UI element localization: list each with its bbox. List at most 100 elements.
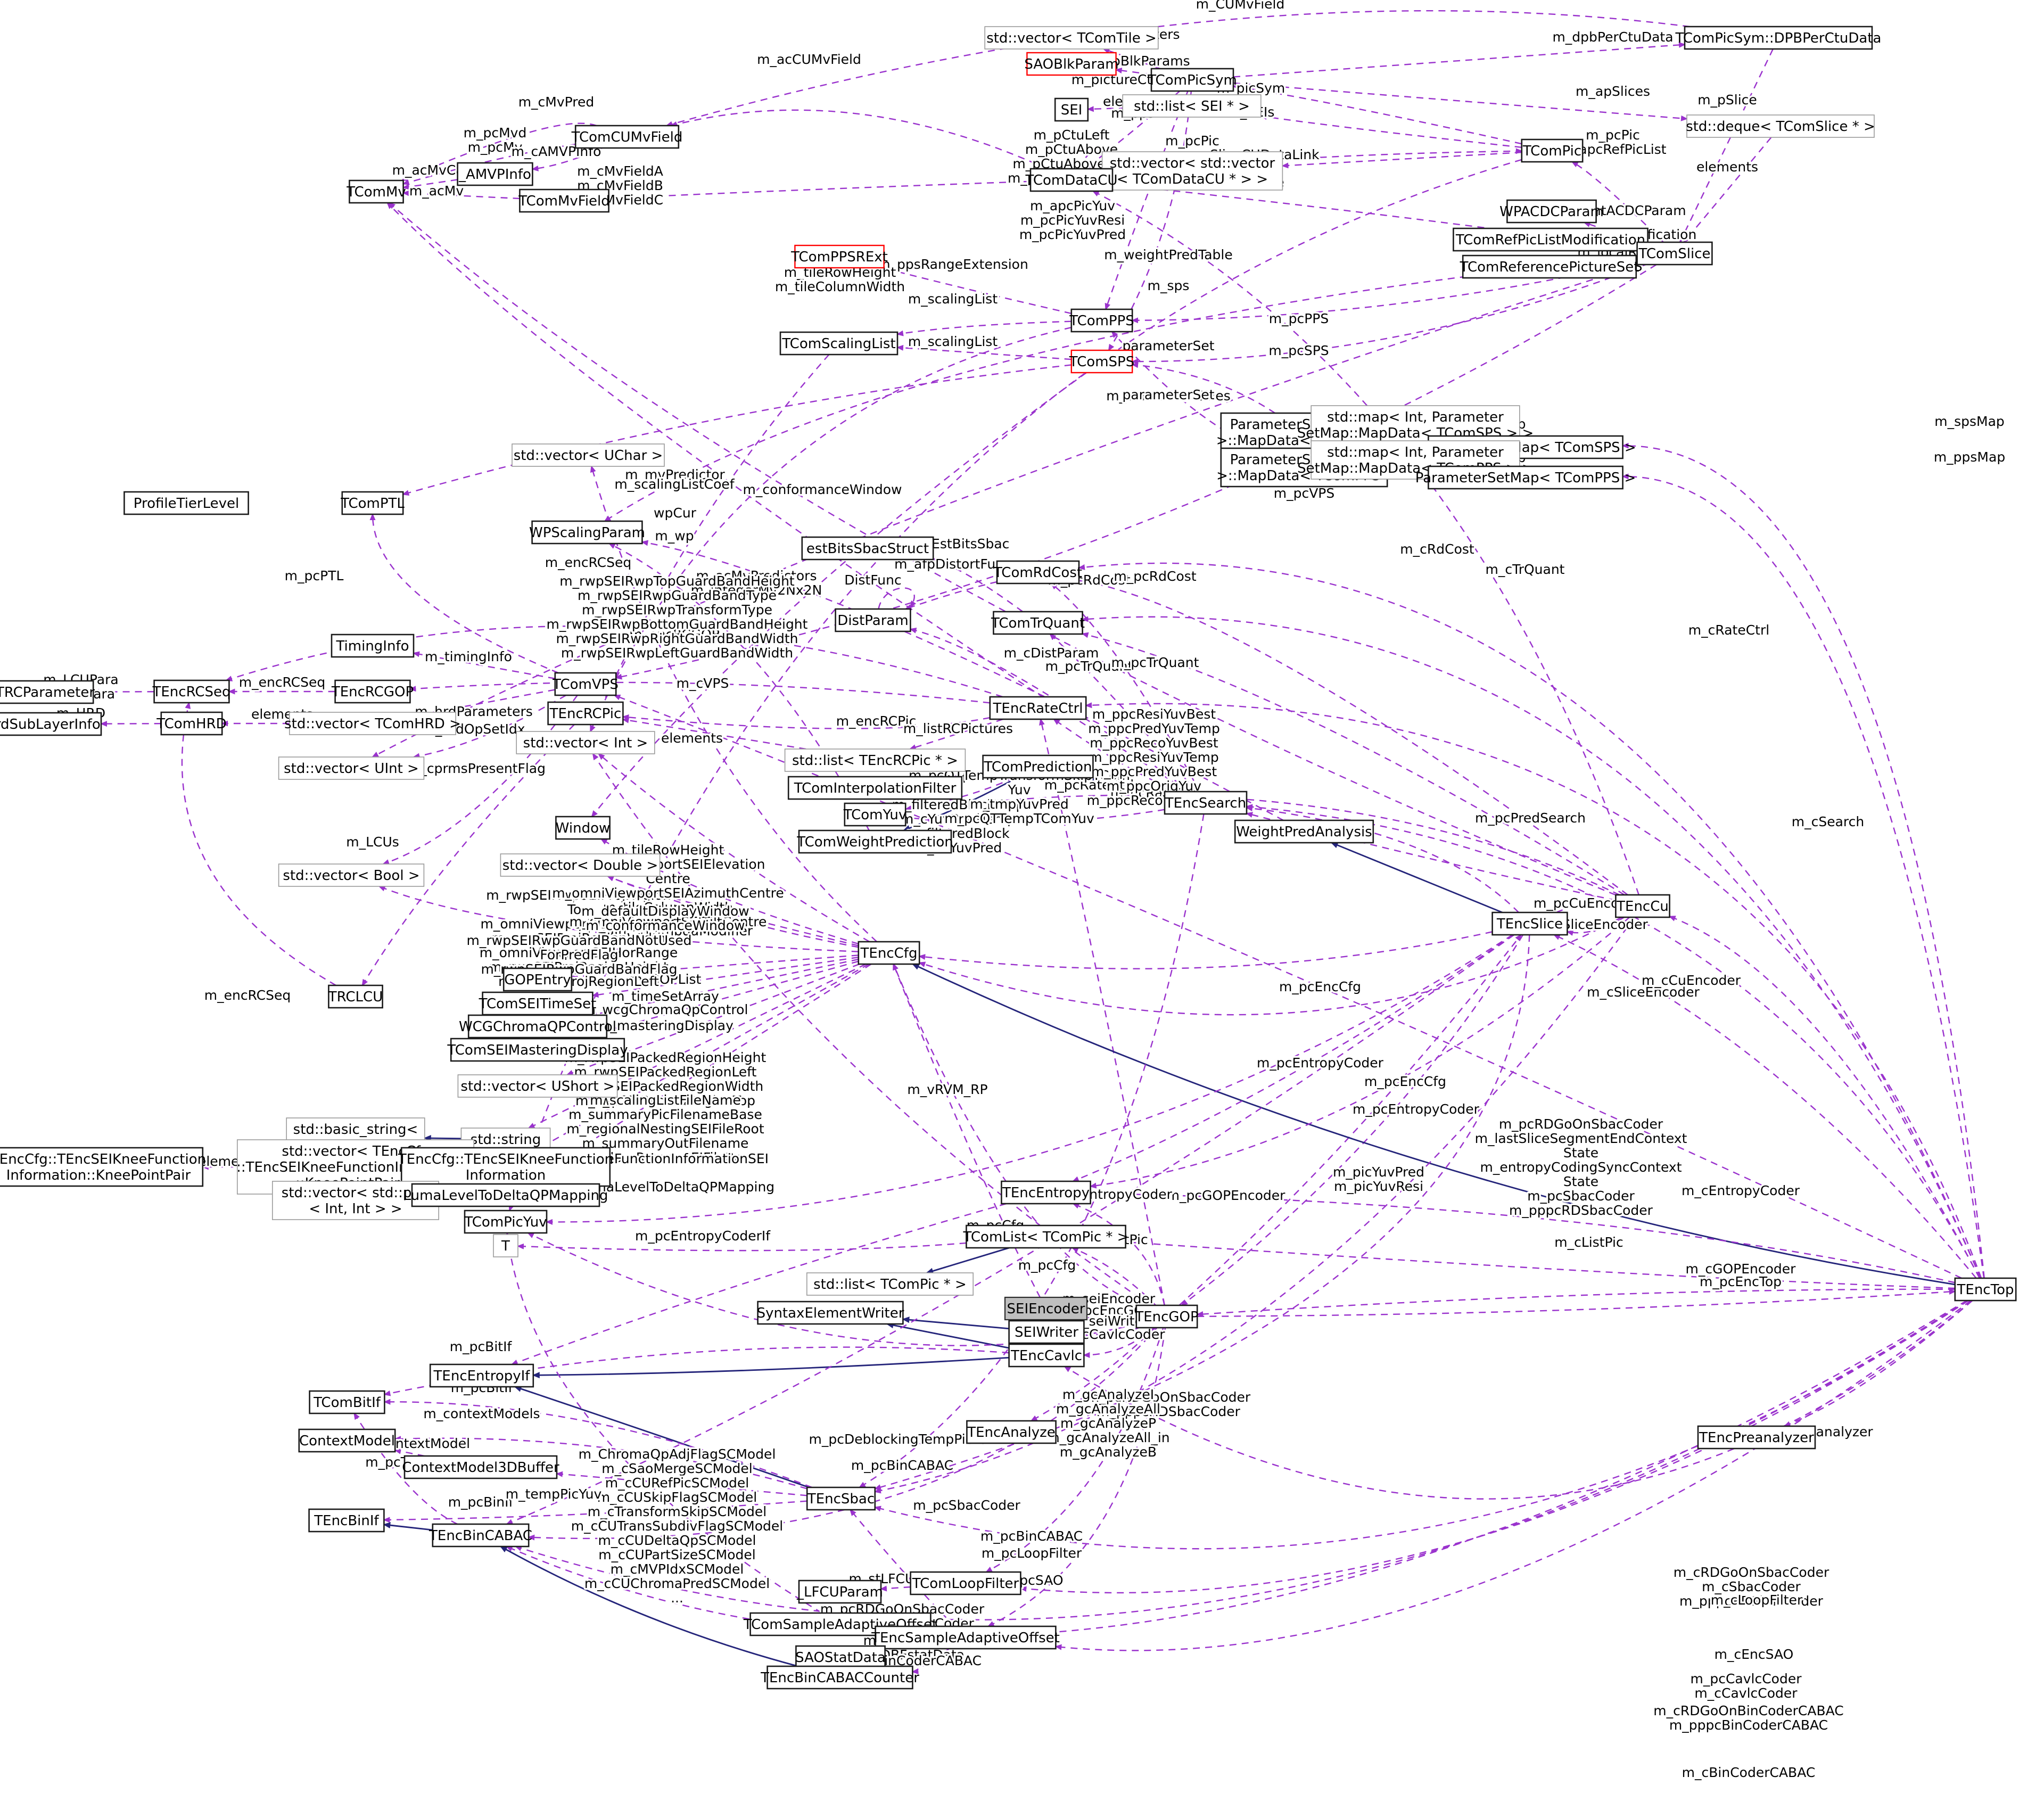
node-SyntaxElementWriter[interactable]: SyntaxElementWriter [757, 1301, 904, 1325]
node-box-ContextModel[interactable] [298, 1428, 396, 1453]
node-box-TComMvField[interactable] [519, 188, 609, 213]
node-AMVPInfo[interactable]: _AMVPInfo [457, 162, 533, 186]
node-listSEI[interactable]: std::list< SEI * > [1122, 94, 1262, 118]
node-box-TEncGOP[interactable] [1135, 1304, 1198, 1329]
node-WPScalingParam[interactable]: WPScalingParam [529, 520, 645, 545]
node-box-TRCLCU[interactable] [328, 984, 383, 1009]
node-TComDataCU[interactable]: TComDataCU [1025, 168, 1118, 192]
node-TComPicYuv[interactable]: TComPicYuv [464, 1210, 548, 1234]
node-box-TEncCavlc[interactable] [1008, 1343, 1085, 1368]
node-TComPic[interactable]: TComPic [1521, 138, 1584, 163]
node-box-KneePointPair[interactable] [0, 1147, 204, 1187]
node-ContextModel[interactable]: ContextModel [298, 1428, 396, 1453]
node-box-TComPicYuv[interactable] [464, 1210, 548, 1234]
node-box-TEncRCGOP[interactable] [334, 679, 411, 704]
node-box-LFCUParam[interactable] [798, 1579, 882, 1604]
node-box-vecUShort[interactable] [457, 1074, 618, 1098]
node-vecDouble[interactable]: std::vector< Double > [500, 853, 661, 877]
node-TEncRCSeq[interactable]: TEncRCSeq [152, 679, 231, 704]
node-box-TComWeightPrediction[interactable] [798, 829, 952, 854]
node-TComRefPicListModification[interactable]: TComRefPicListModification [1453, 227, 1649, 252]
node-TComInterpolationFilter[interactable]: TComInterpolationFilter [787, 776, 963, 800]
node-TComSEIMasteringDisplay[interactable]: TComSEIMasteringDisplay [447, 1038, 628, 1062]
node-TComReferencePictureSet[interactable]: TComReferencePictureSet [1460, 254, 1639, 279]
node-TEncTop[interactable]: TEncTop [1954, 1277, 2017, 1302]
node-box-TComScalingList[interactable] [779, 331, 899, 356]
node-box-TComPPSRExt[interactable] [794, 244, 885, 269]
node-box-vecInt[interactable] [516, 731, 655, 754]
node-TEncEntropy[interactable]: TEncEntropy [1001, 1180, 1091, 1205]
node-HrdSubLayerInfo[interactable]: HrdSubLayerInfo [0, 712, 102, 736]
node-box-TComPTL[interactable] [341, 491, 404, 515]
node-vecvecDataCU[interactable]: std::vector< std::vector< TComDataCU * >… [1101, 151, 1283, 191]
node-TEncSbac[interactable]: TEncSbac [806, 1486, 876, 1511]
node-TComLoopFilter[interactable]: TComLoopFilter [910, 1571, 1021, 1595]
node-TComCUMvField[interactable]: TComCUMvField [571, 125, 683, 149]
node-box-WCGChromaQPControl[interactable] [467, 1014, 608, 1039]
node-SAOStatData[interactable]: SAOStatData [795, 1645, 886, 1669]
node-T[interactable]: T [493, 1234, 518, 1257]
node-box-TEncSbac[interactable] [806, 1486, 876, 1511]
node-TComPPS[interactable]: TComPPS [1069, 308, 1134, 333]
node-box-TEncSampleAdaptiveOffset[interactable] [875, 1625, 1057, 1650]
node-box-TEncBinIf[interactable] [308, 1508, 385, 1533]
node-box-Window[interactable] [555, 816, 611, 840]
node-box-TComCUMvField[interactable] [574, 125, 680, 149]
node-box-SAOStatData[interactable] [795, 1645, 886, 1669]
node-LumaLevelToDeltaQPMapping[interactable]: LumaLevelToDeltaQPMapping [403, 1183, 608, 1207]
node-box-TEncRCSeq[interactable] [153, 679, 230, 704]
node-TEncPreanalyzer[interactable]: TEncPreanalyzer [1697, 1425, 1816, 1450]
node-TEncRCPic[interactable]: TEncRCPic [547, 701, 624, 726]
node-TEncBinCABAC[interactable]: TEncBinCABAC [428, 1523, 532, 1548]
node-box-LumaLevelToDeltaQPMapping[interactable] [411, 1183, 600, 1207]
node-TEncSampleAdaptiveOffset[interactable]: TEncSampleAdaptiveOffset [871, 1625, 1060, 1650]
node-box-HrdSubLayerInfo[interactable] [0, 712, 102, 736]
node-TComListPic[interactable]: TComList< TComPic * > [963, 1224, 1129, 1249]
node-box-SEIEncoder[interactable] [1004, 1296, 1088, 1321]
node-TEncSlice[interactable]: TEncSlice [1491, 911, 1568, 936]
node-vecTComHRD[interactable]: std::vector< TComHRD > [284, 712, 461, 735]
node-box-DPBPerCtuData[interactable] [1684, 26, 1873, 50]
node-stdString[interactable]: std::string [460, 1128, 551, 1151]
node-SEIWriter[interactable]: SEIWriter [1008, 1320, 1085, 1344]
node-vecUShort[interactable]: std::vector< UShort > [457, 1074, 618, 1098]
node-box-TComPic[interactable] [1521, 138, 1584, 163]
node-box-AMVPInfo[interactable] [457, 162, 533, 186]
node-GOPEntry[interactable]: GOPEntry [502, 967, 573, 992]
node-box-TComHRD[interactable] [160, 711, 223, 736]
node-TRCParameter[interactable]: TRCParameter [0, 680, 95, 704]
node-TComMv[interactable]: TComMv [346, 179, 406, 204]
node-box-TimingInfo[interactable] [331, 634, 415, 658]
node-TComRdCost[interactable]: TComRdCost [993, 560, 1082, 585]
node-TComYuv[interactable]: TComYuv [843, 802, 907, 827]
node-estBitsSbacStruct[interactable]: estBitsSbacStruct [801, 536, 934, 561]
node-box-TEncRCPic[interactable] [547, 701, 624, 726]
node-TComPrediction[interactable]: TComPrediction [982, 754, 1094, 779]
node-TimingInfo[interactable]: TimingInfo [331, 634, 415, 658]
node-box-TEncRateCtrl[interactable] [989, 696, 1087, 720]
node-TEncAnalyze[interactable]: TEncAnalyze [966, 1420, 1057, 1444]
node-box-TComSEITimeSet[interactable] [482, 991, 594, 1016]
node-LFCUParam[interactable]: _LFCUParam [796, 1579, 883, 1604]
node-box-TComBitIf[interactable] [309, 1390, 385, 1414]
node-box-TComMv[interactable] [349, 179, 404, 204]
node-WPACDCParam[interactable]: WPACDCParam [1499, 199, 1604, 224]
node-SEIEncoder[interactable]: SEIEncoder [1004, 1296, 1088, 1321]
node-box-TComTrQuant[interactable] [993, 611, 1083, 635]
node-listTEncRCPic[interactable]: std::list< TEncRCPic * > [784, 748, 966, 772]
node-box-TEncAnalyze[interactable] [966, 1420, 1057, 1444]
node-box-TComSEIMasteringDisplay[interactable] [450, 1038, 625, 1062]
node-TEncCfg[interactable]: TEncCfg [858, 941, 920, 965]
node-TEncRCGOP[interactable]: TEncRCGOP [331, 679, 414, 704]
node-box-TRCParameter[interactable] [0, 680, 94, 704]
node-Window[interactable]: Window [555, 816, 611, 840]
node-TComSampleAdaptiveOffset[interactable]: TComSampleAdaptiveOffset [743, 1612, 937, 1636]
node-TComSlice[interactable]: TComSlice [1636, 241, 1713, 266]
node-ContextModel3DBuffer[interactable]: ContextModel3DBuffer [402, 1455, 559, 1479]
node-TComScalingList[interactable]: TComScalingList [779, 331, 899, 356]
node-TEncBinIf[interactable]: TEncBinIf [308, 1508, 385, 1533]
node-box-psmPPS[interactable] [1428, 465, 1623, 490]
node-TComSPS[interactable]: TComSPS [1069, 349, 1134, 374]
